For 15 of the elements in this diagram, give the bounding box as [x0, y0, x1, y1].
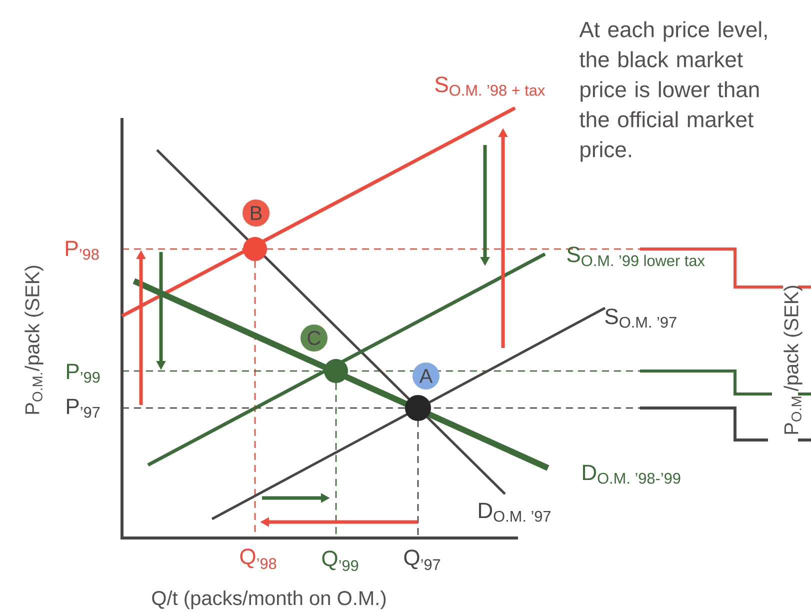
tick-label: $\text{P}_{\text{'98}}$	[66, 240, 99, 260]
curve-label: $\text{D}_{\text{O.M. '97}}$	[479, 502, 550, 522]
tick-label: $\text{Q}_{\text{'99}}$	[322, 550, 358, 572]
axis-label: Q/t (packs/month on O.M.)	[152, 590, 386, 610]
tick-label: $\text{Q}_{\text{'98}}$	[240, 548, 276, 570]
curve-label: $\text{S}_{\text{O.M. '98 + tax}}$	[435, 76, 545, 96]
axis-label: $\text{P}_{\text{O.M.}}\text{/pack (SEK)}$	[24, 266, 44, 414]
curve-label: $\text{S}_{\text{O.M. '97}}$	[605, 308, 676, 328]
tick-label: $\text{Q}_{\text{'97}}$	[404, 550, 440, 570]
note-text: At each price level, the black market price is lower than the official market price.	[579, 21, 767, 162]
tick-label: $\text{P}_{\text{'99}}$	[67, 364, 100, 383]
axis-label: $\text{P}_{\text{O.M.}}\text{/pack (SEK)}$	[784, 286, 802, 434]
curve-label: $\text{S}_{\text{O.M. '99 lower tax}}$	[567, 246, 705, 266]
tick-label: $\text{P}_{\text{'97}}$	[67, 398, 100, 418]
curve-label: $\text{D}_{\text{O.M. '98-'99}}$	[583, 464, 680, 484]
